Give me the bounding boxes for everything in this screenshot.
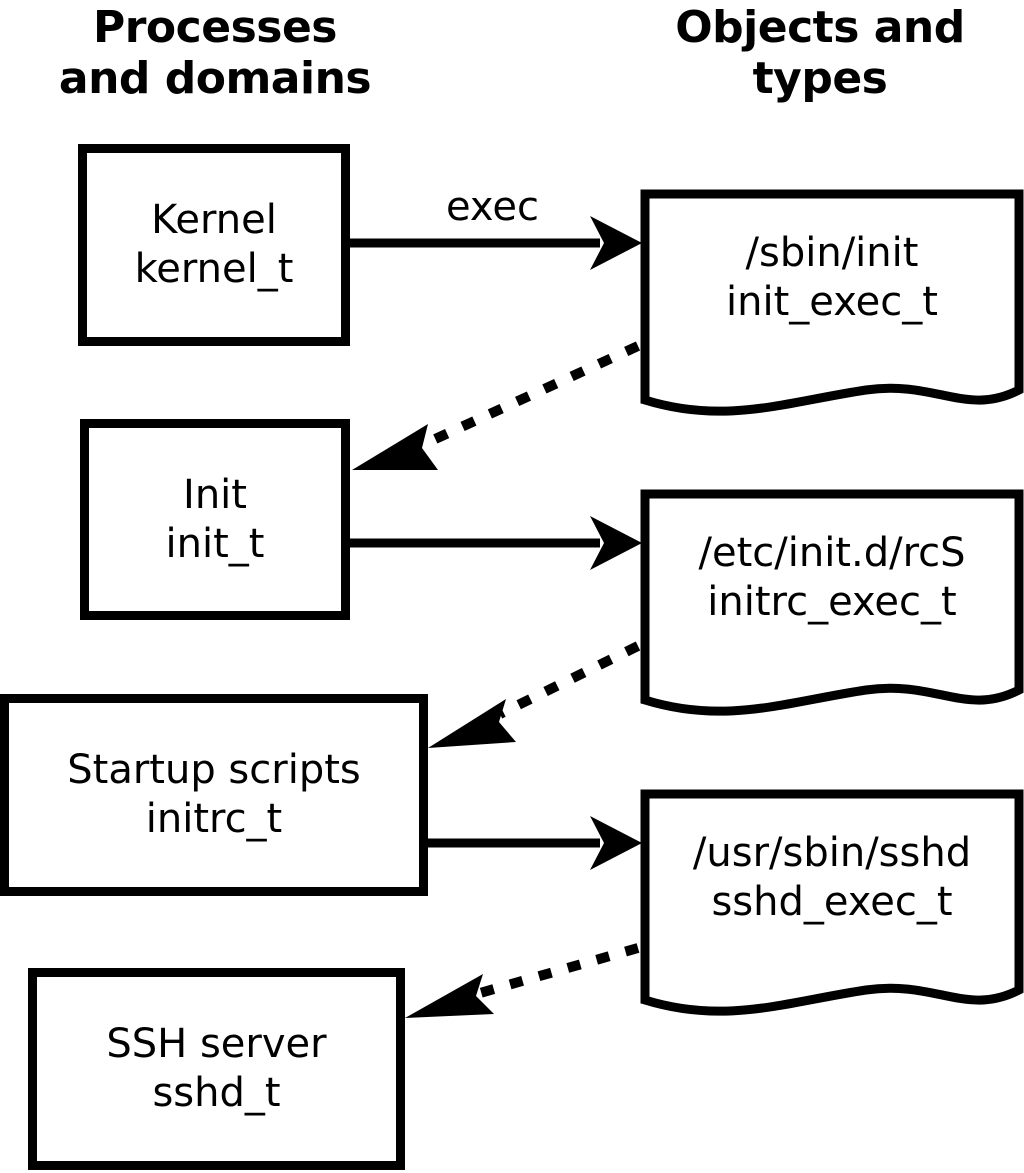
process-box-kernel-type: kernel_t [134,246,294,292]
process-box-initrc[interactable]: Startup scripts initrc_t [0,694,428,896]
process-box-init-type: init_t [165,520,265,567]
edge-init-exec-rcs [350,516,642,570]
object-doc-init-exec[interactable]: /sbin/init init_exec_t [636,185,1024,425]
process-box-sshd[interactable]: SSH server sshd_t [28,968,405,1170]
object-doc-sshd-exec[interactable]: /usr/sbin/sshd sshd_exec_t [636,785,1024,1025]
column-header-processes: Processes and domains [58,2,372,105]
process-box-kernel[interactable]: Kernel kernel_t [78,144,350,346]
object-doc-initrc-exec[interactable]: /etc/init.d/rcS initrc_exec_t [636,485,1024,725]
process-box-sshd-type: sshd_t [152,1070,281,1116]
edge-sshdexec-to-sshd [405,943,640,1018]
edge-label-exec: exec [446,184,539,230]
process-box-initrc-title: Startup scripts [67,747,361,794]
edge-initrc-exec-sshd [428,816,642,870]
process-box-kernel-title: Kernel [151,197,277,244]
edge-initrcexec-to-initrc [428,641,641,748]
process-box-initrc-type: initrc_t [145,796,283,842]
edge-initexec-to-init [352,341,641,470]
process-box-init[interactable]: Init init_t [80,419,350,620]
process-box-sshd-title: SSH server [106,1021,327,1068]
process-box-init-title: Init [183,471,247,518]
column-header-objects: Objects and types [675,2,965,105]
